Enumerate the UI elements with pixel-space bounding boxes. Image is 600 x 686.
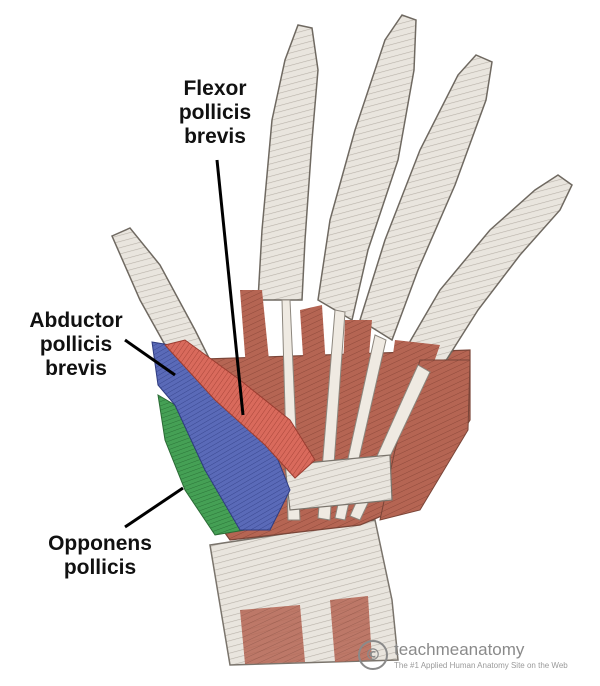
flexor-retinaculum: [284, 454, 393, 511]
label-line: Abductor: [29, 309, 123, 332]
ring-finger: [359, 54, 493, 342]
label-line: Opponens: [48, 532, 152, 555]
label-line: pollicis: [39, 333, 113, 356]
flexor-pollicis-brevis: [164, 339, 316, 479]
abductor-pollicis-brevis-leader: [124, 338, 176, 377]
brand-tagline: The #1 Applied Human Anatomy Site on the…: [394, 661, 568, 670]
forearm-muscle-strip: [240, 605, 305, 664]
opponens-pollicis-leader: [124, 486, 184, 529]
lumbrical-muscle: [300, 305, 330, 432]
brand-name: teachmeanatomy: [394, 640, 525, 659]
logo-icon: ©: [358, 640, 388, 670]
label-line: Flexor: [183, 77, 247, 100]
watermark: © teachmeanatomy The #1 Applied Human An…: [358, 640, 598, 674]
label-opponens-pollicis: Opponens pollicis: [30, 532, 170, 580]
label-line: pollicis: [63, 556, 137, 579]
label-line: brevis: [45, 357, 107, 380]
middle-finger: [317, 14, 417, 322]
hypothenar-muscle: [379, 359, 471, 521]
flexor-pollicis-brevis-leader: [215, 159, 245, 416]
label-flexor-pollicis-brevis: Flexor pollicis brevis: [150, 77, 280, 149]
index-finger: [257, 24, 319, 301]
label-line: pollicis: [178, 101, 252, 124]
little-finger: [403, 174, 573, 372]
label-line: brevis: [184, 125, 246, 148]
label-abductor-pollicis-brevis: Abductor pollicis brevis: [6, 309, 146, 381]
